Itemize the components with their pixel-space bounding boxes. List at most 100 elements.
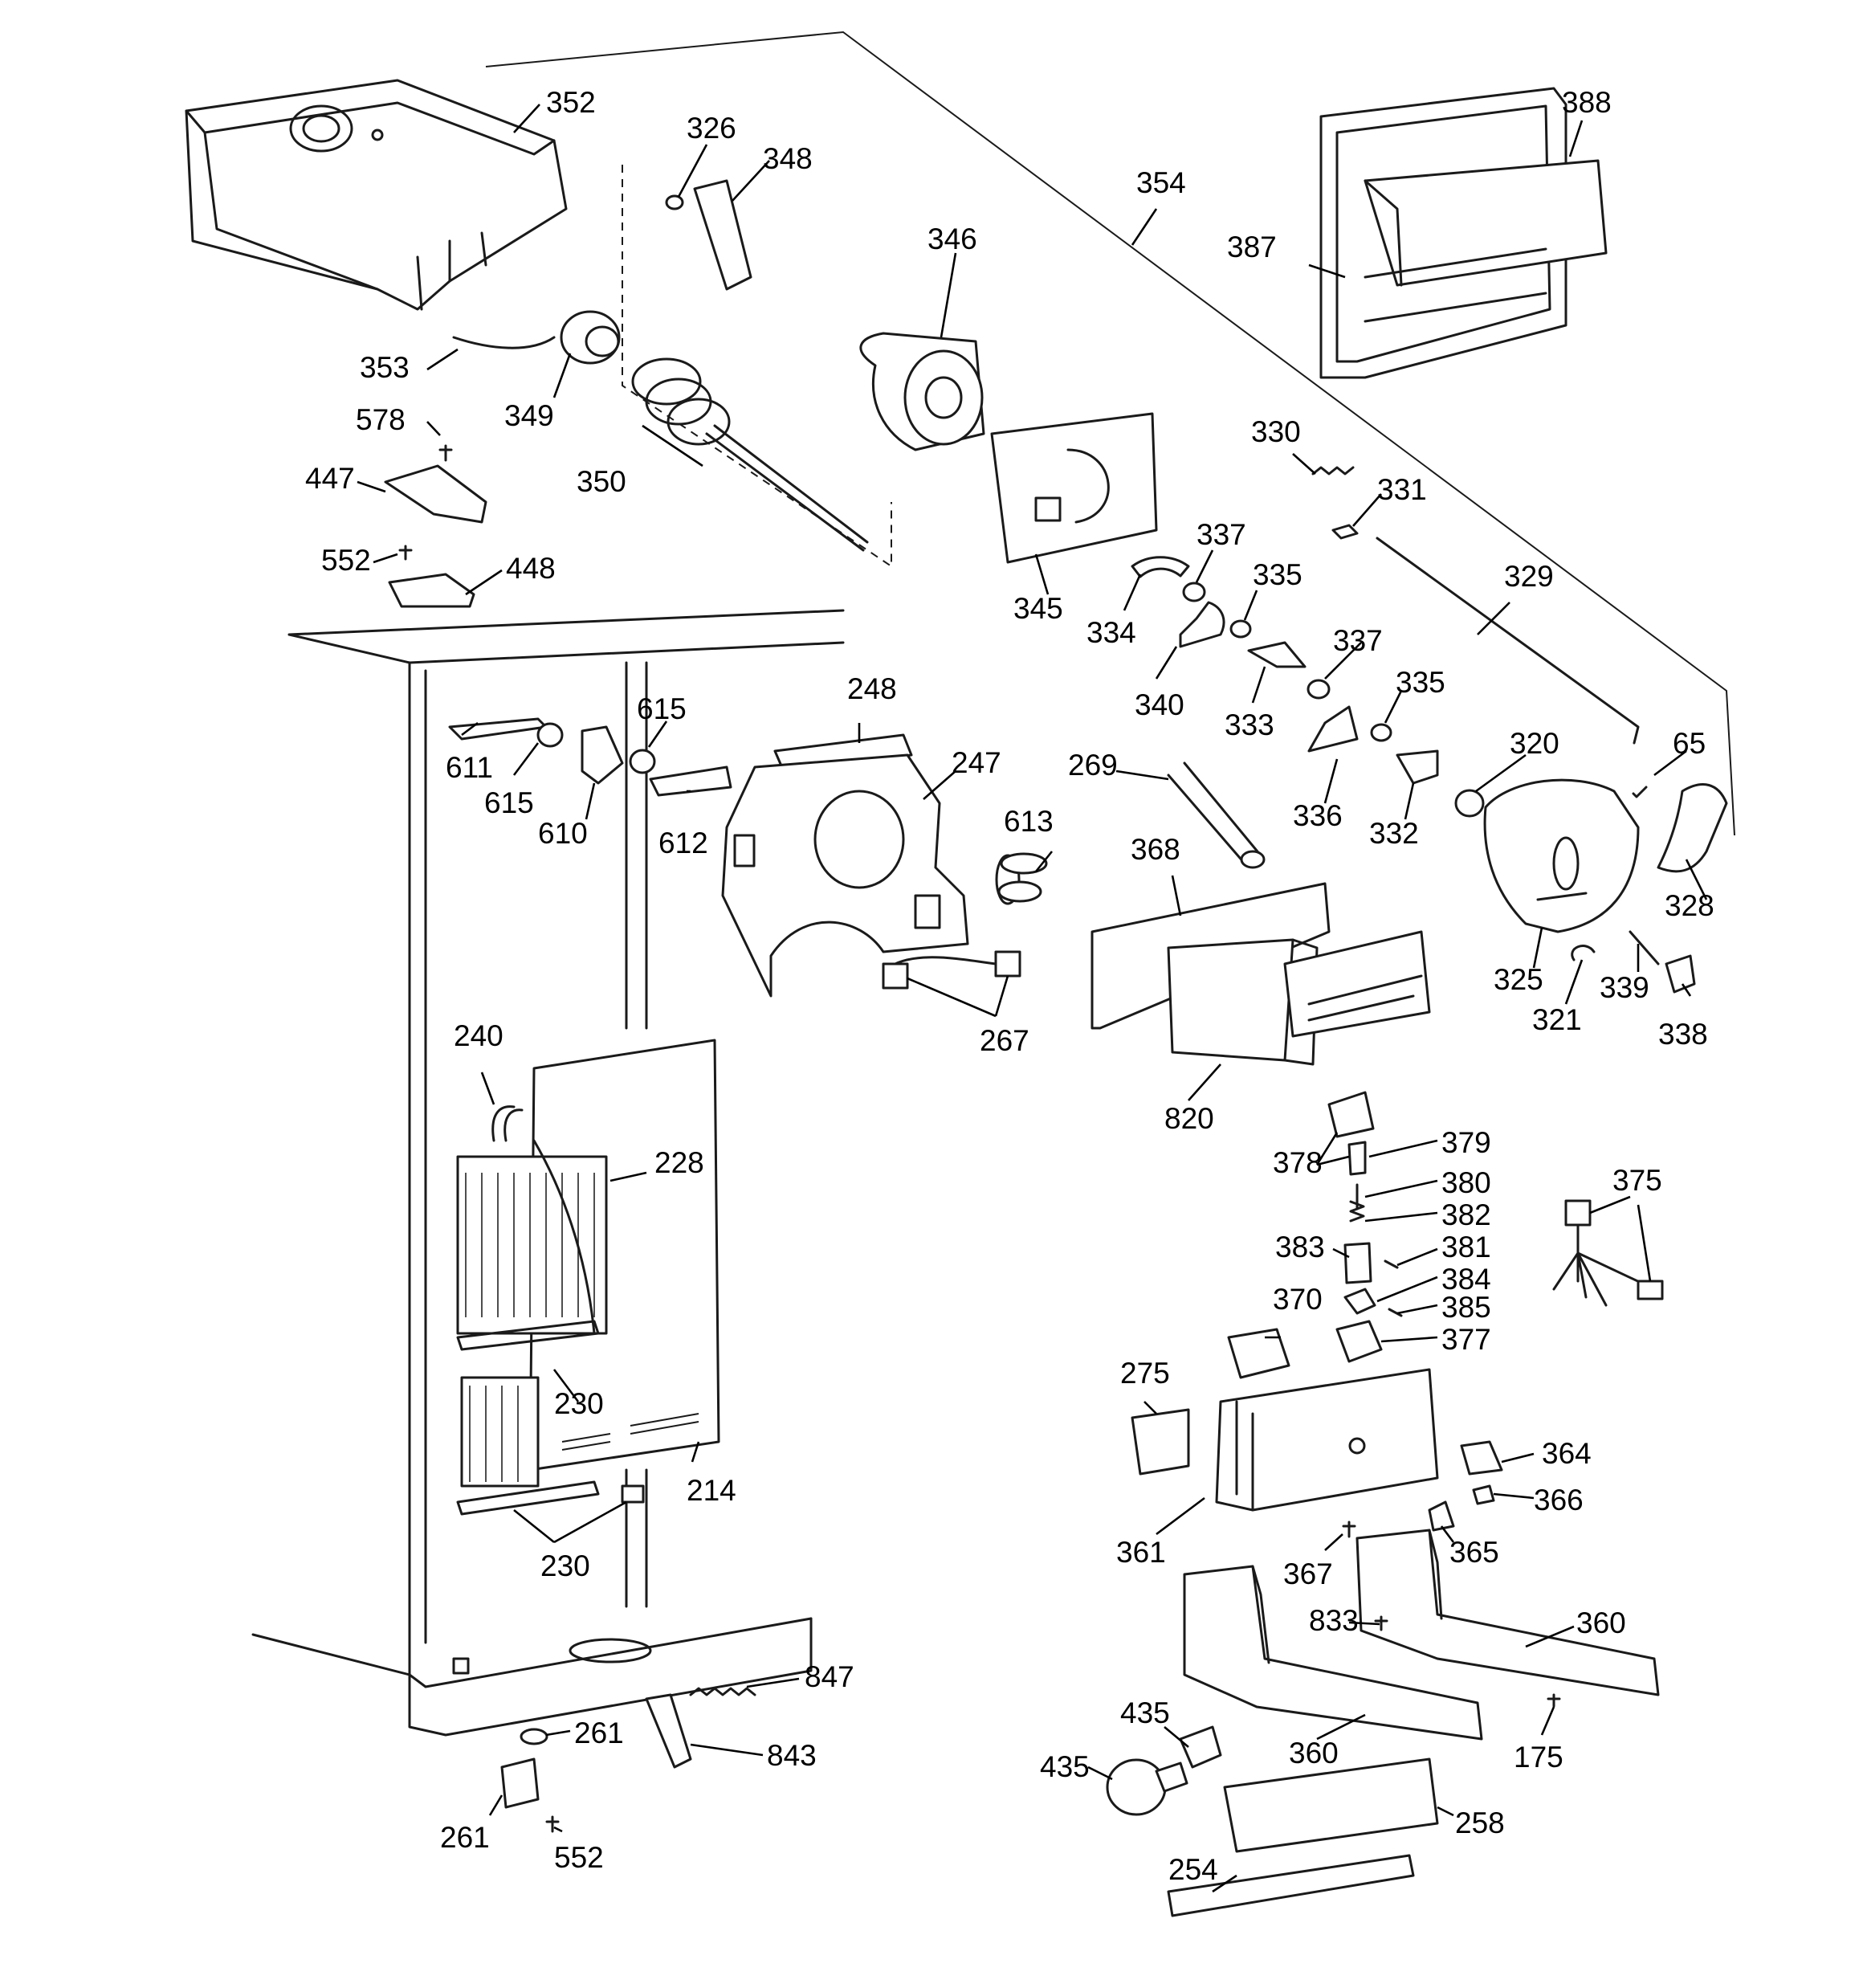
- callout-368: 368: [1131, 833, 1180, 866]
- callout-370: 370: [1273, 1283, 1323, 1316]
- plate-348: [693, 179, 752, 291]
- callout-385: 385: [1441, 1291, 1491, 1324]
- evaporator-coil-228: [456, 1155, 608, 1488]
- fan-blade-613: [995, 852, 1048, 905]
- reference-line-354: [485, 31, 1735, 836]
- harness-375: [1552, 1199, 1664, 1307]
- washer-261a: [520, 1728, 548, 1745]
- callout-381: 381: [1441, 1231, 1491, 1263]
- washer-326: [665, 194, 684, 210]
- bearing-349: [560, 310, 621, 365]
- callout-348: 348: [763, 142, 813, 175]
- callout-175: 175: [1514, 1741, 1563, 1774]
- bracket-611: [448, 717, 548, 741]
- rail-360a: [1183, 1565, 1483, 1741]
- callout-383: 383: [1275, 1231, 1325, 1263]
- plunger-379: [1347, 1141, 1367, 1176]
- fill-tube-269: [1167, 761, 1262, 865]
- trim-258: [1223, 1757, 1439, 1853]
- frame-361: [1215, 1368, 1439, 1512]
- washer-384: [1343, 1288, 1376, 1315]
- callout-353: 353: [360, 351, 410, 384]
- pin-339: [1629, 930, 1660, 965]
- clip-331: [1331, 524, 1359, 540]
- fill-tube-end: [1240, 850, 1266, 869]
- icemaker-368-820: [1090, 882, 1431, 1066]
- clip-230: [621, 1484, 645, 1504]
- callout-247: 247: [952, 746, 1001, 779]
- part-drawings: [185, 31, 1735, 1917]
- callout-552a: 552: [321, 544, 371, 577]
- callout-214: 214: [687, 1474, 736, 1507]
- auger-350: [631, 357, 869, 552]
- callout-275: 275: [1120, 1357, 1170, 1390]
- seal-381: [1384, 1259, 1399, 1269]
- callout-254: 254: [1168, 1853, 1218, 1886]
- callout-360a: 360: [1576, 1606, 1626, 1639]
- callout-labels: 352 326 348 388 354 346 387 353 349 578 …: [305, 86, 1714, 1886]
- leader-lines: [357, 104, 1708, 1893]
- ice-bucket-352: [185, 79, 568, 311]
- lamp-base: [1155, 1761, 1188, 1793]
- callout-338: 338: [1658, 1018, 1708, 1051]
- callout-65: 65: [1673, 727, 1706, 760]
- lamp-435a: [1106, 1758, 1167, 1816]
- bracket-447: [384, 464, 487, 524]
- screw-175: [1547, 1693, 1561, 1708]
- callout-335b: 335: [1396, 666, 1445, 699]
- callout-578: 578: [356, 403, 406, 436]
- callout-337a: 337: [1196, 518, 1246, 551]
- bracket-448: [388, 573, 475, 608]
- callout-261b: 261: [440, 1821, 490, 1854]
- callout-339: 339: [1600, 971, 1649, 1004]
- cam-332: [1396, 749, 1439, 785]
- callout-611: 611: [446, 751, 493, 784]
- spring-337a: [1182, 582, 1206, 602]
- timer-motor-370: [1227, 1328, 1290, 1379]
- callout-320: 320: [1510, 727, 1559, 760]
- screw-578: [438, 444, 453, 462]
- callout-380: 380: [1441, 1166, 1491, 1199]
- callout-329: 329: [1504, 560, 1554, 593]
- callout-354: 354: [1136, 166, 1186, 199]
- callout-847: 847: [805, 1660, 854, 1693]
- callout-335a: 335: [1253, 558, 1302, 591]
- clip-366: [1472, 1484, 1495, 1505]
- callout-360b: 360: [1289, 1737, 1339, 1770]
- callout-435b: 435: [1040, 1750, 1090, 1783]
- screw-552a: [398, 545, 413, 561]
- clip-321: [1571, 945, 1596, 961]
- callout-612: 612: [658, 827, 708, 859]
- spring-382: [1349, 1200, 1365, 1223]
- rod-329: [1376, 537, 1640, 745]
- callout-337b: 337: [1333, 624, 1383, 657]
- cabinet-body: [251, 609, 845, 1737]
- callout-350: 350: [577, 465, 626, 498]
- bushing-320: [1454, 789, 1485, 818]
- callout-328: 328: [1665, 889, 1714, 922]
- evaporator-cover-214: [528, 1039, 720, 1472]
- cam-340: [1179, 601, 1225, 648]
- washer-335a: [1229, 619, 1252, 639]
- callout-552b: 552: [554, 1841, 604, 1874]
- callout-228: 228: [654, 1146, 704, 1179]
- housing-outline: [622, 165, 892, 568]
- callout-331: 331: [1377, 473, 1427, 506]
- callout-330: 330: [1251, 415, 1301, 448]
- solenoid-378: [1327, 1091, 1375, 1138]
- callout-367: 367: [1283, 1557, 1333, 1590]
- callout-230b: 230: [540, 1549, 590, 1582]
- callout-435a: 435: [1120, 1696, 1170, 1729]
- ring-385: [1388, 1308, 1403, 1317]
- bracket-345: [990, 412, 1158, 564]
- defrost-heater-230b: [456, 1480, 600, 1516]
- callout-325: 325: [1494, 963, 1543, 996]
- callout-610: 610: [538, 817, 588, 850]
- bracket-338: [1665, 954, 1696, 994]
- callout-333: 333: [1225, 708, 1274, 741]
- callout-379: 379: [1441, 1126, 1491, 1159]
- callout-375: 375: [1612, 1164, 1662, 1197]
- screw-367: [1342, 1521, 1356, 1538]
- callout-261a: 261: [574, 1717, 624, 1749]
- callout-326: 326: [687, 112, 736, 145]
